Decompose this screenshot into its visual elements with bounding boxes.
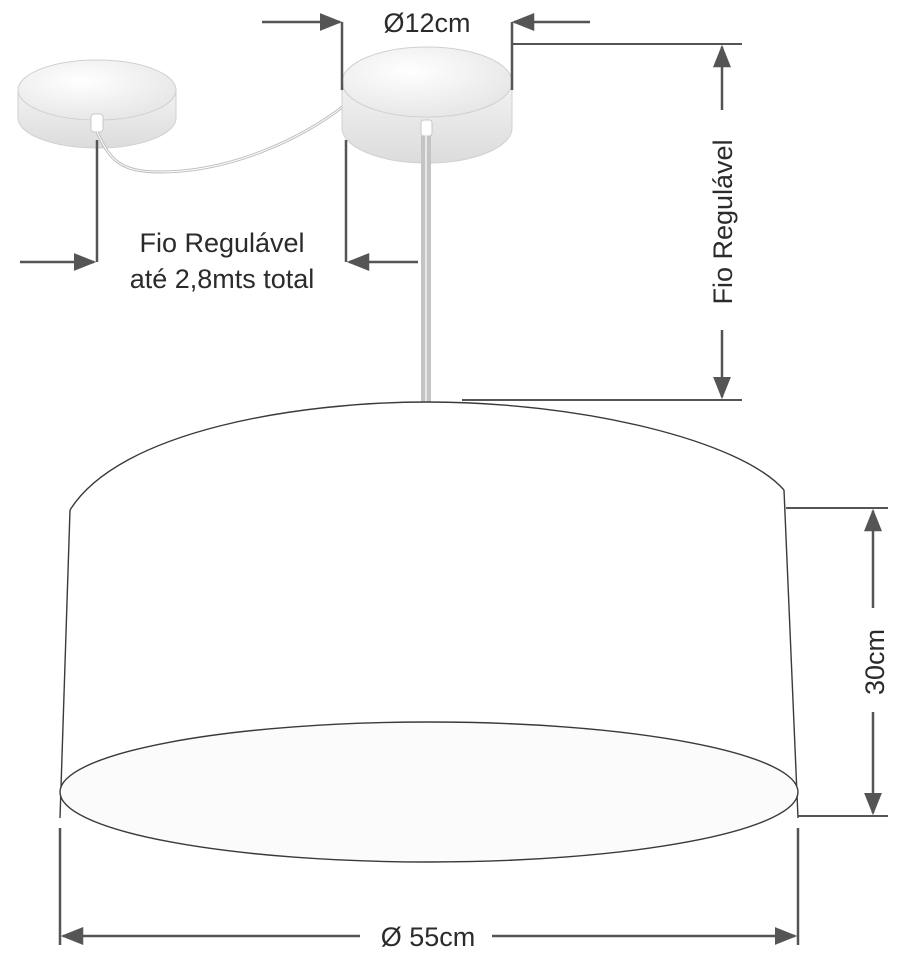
hanging-cord [421,136,431,402]
shade-diameter-dimension: Ø 55cm [58,828,800,952]
main-canopy [341,46,513,164]
cord-adjust-dimension: Fio Regulável até 2,8mts total [20,140,418,294]
cord-note-line2: até 2,8mts total [130,264,315,294]
cord-vertical-label: Fio Regulável [708,139,738,304]
shade-diameter-label: Ø 55cm [381,922,476,952]
left-canopy [17,59,177,149]
cord-vertical-dimension: Fio Regulável [462,43,742,401]
connecting-cord [95,103,346,174]
drum-shade [59,401,799,863]
canopy-diameter-label: Ø12cm [383,8,470,38]
canopy-diameter-dimension: Ø12cm [262,8,590,90]
shade-height-label: 30cm [860,629,890,695]
cord-note-line1: Fio Regulável [139,228,304,258]
shade-height-dimension: 30cm [786,507,890,817]
